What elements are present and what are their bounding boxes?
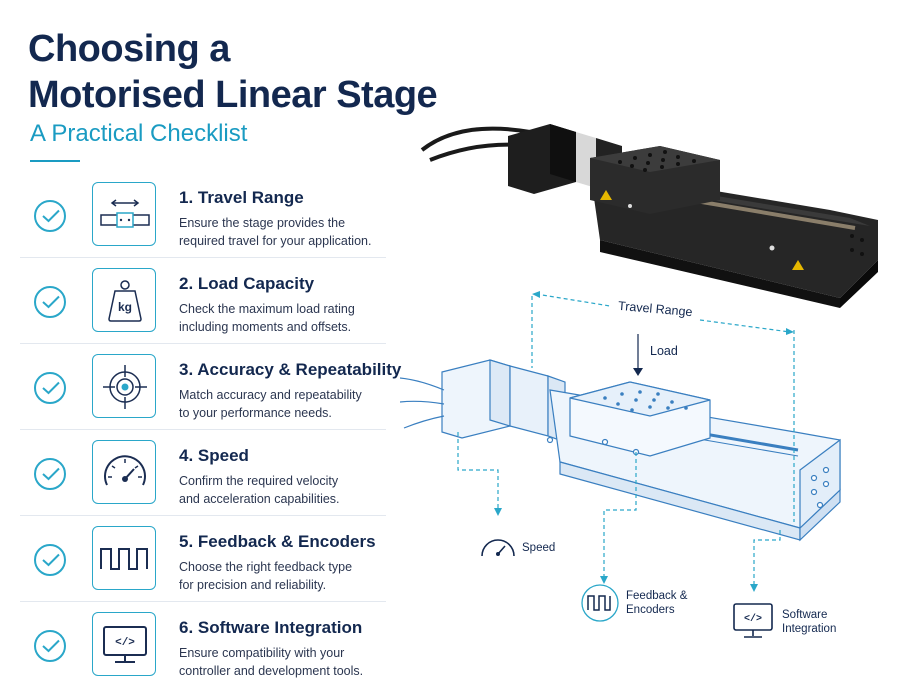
item-description: Ensure compatibility with your controlle…	[179, 644, 384, 678]
feedback-encoder-icon	[581, 584, 619, 622]
title-line-1: Choosing a	[28, 28, 230, 70]
speed-label: Speed	[522, 542, 556, 554]
checklist-item-travel-range: 1. Travel Range Ensure the stage provide…	[20, 172, 386, 258]
arrowhead	[786, 328, 794, 335]
subtitle-underline	[30, 160, 80, 162]
check-icon	[34, 286, 66, 318]
speedometer-icon	[92, 440, 156, 504]
checklist-item-accuracy: 3. Accuracy & Repeatability Match accura…	[20, 344, 401, 430]
check-icon	[34, 544, 66, 576]
arrowhead	[532, 291, 540, 298]
weight-kg-icon: kg	[92, 268, 156, 332]
check-icon	[34, 372, 66, 404]
feedback-label-line: Feedback &	[626, 590, 688, 602]
item-description: Ensure the stage provides the required t…	[179, 214, 384, 250]
item-desc-line: Confirm the required velocity	[179, 474, 339, 488]
item-description: Match accuracy and repeatability to your…	[179, 386, 384, 422]
stage-diagram: </> Travel Range Load Speed Feedback & E…	[399, 110, 904, 678]
item-desc-line: Ensure compatibility with your	[179, 646, 345, 660]
checklist-item-software: </> 6. Software Integration Ensure compa…	[20, 602, 386, 678]
checklist-item-load-capacity: kg 2. Load Capacity Check the maximum lo…	[20, 258, 386, 344]
checklist-item-feedback: 5. Feedback & Encoders Choose the right …	[20, 516, 386, 602]
feedback-label-line: Encoders	[626, 604, 675, 616]
item-desc-line: Ensure the stage provides the	[179, 216, 346, 230]
software-label-line: Integration	[782, 623, 837, 635]
item-desc-line: Choose the right feedback type	[179, 560, 353, 574]
check-icon	[34, 458, 66, 490]
item-desc-line: and acceleration capabilities.	[179, 492, 340, 506]
monitor-code-glyph: </>	[744, 613, 762, 625]
item-desc-line: required travel for your application.	[179, 234, 372, 248]
linear-stage-product-image	[420, 124, 878, 308]
load-label: Load	[650, 344, 678, 358]
checklist: 1. Travel Range Ensure the stage provide…	[20, 172, 401, 678]
item-title: 4. Speed	[179, 446, 249, 465]
load-arrowhead	[633, 368, 643, 376]
check-icon	[34, 630, 66, 662]
item-desc-line: Match accuracy and repeatability	[179, 388, 362, 402]
check-icon	[34, 200, 66, 232]
travel-range-icon	[92, 182, 156, 246]
item-desc-line: Check the maximum load rating	[179, 302, 355, 316]
item-description: Choose the right feedback type for preci…	[179, 558, 384, 594]
kg-label: kg	[118, 300, 132, 314]
stage-illustration: </>	[399, 124, 878, 638]
feedback-label: Feedback & Encoders	[626, 589, 687, 617]
checklist-item-speed: 4. Speed Confirm the required velocity a…	[20, 430, 386, 516]
monitor-code-icon: </>	[92, 612, 156, 676]
item-desc-line: for precision and reliability.	[179, 578, 327, 592]
item-title: 1. Travel Range	[179, 188, 304, 207]
travel-range-dimension	[531, 293, 795, 522]
page-title: Choosing a Motorised Linear Stage	[28, 26, 438, 118]
item-title: 5. Feedback & Encoders	[179, 532, 376, 551]
item-title: 3. Accuracy & Repeatability	[179, 360, 402, 379]
square-wave-icon	[92, 526, 156, 590]
software-monitor-icon: </>	[733, 603, 773, 638]
item-description: Check the maximum load rating including …	[179, 300, 384, 336]
item-desc-line: to your performance needs.	[179, 406, 332, 420]
software-label: Software Integration	[782, 608, 836, 636]
blueprint-stage-drawing	[399, 359, 841, 542]
title-line-2: Motorised Linear Stage	[28, 74, 438, 116]
crosshair-target-icon	[92, 354, 156, 418]
item-desc-line: including moments and offsets.	[179, 320, 352, 334]
item-desc-line: controller and development tools.	[179, 664, 364, 678]
item-title: 6. Software Integration	[179, 618, 363, 637]
item-title: 2. Load Capacity	[179, 274, 315, 293]
page-subtitle: A Practical Checklist	[30, 120, 248, 147]
item-description: Confirm the required velocity and accele…	[179, 472, 384, 508]
code-glyph: </>	[115, 637, 135, 649]
leader-lines	[457, 432, 781, 586]
software-label-line: Software	[782, 609, 828, 621]
